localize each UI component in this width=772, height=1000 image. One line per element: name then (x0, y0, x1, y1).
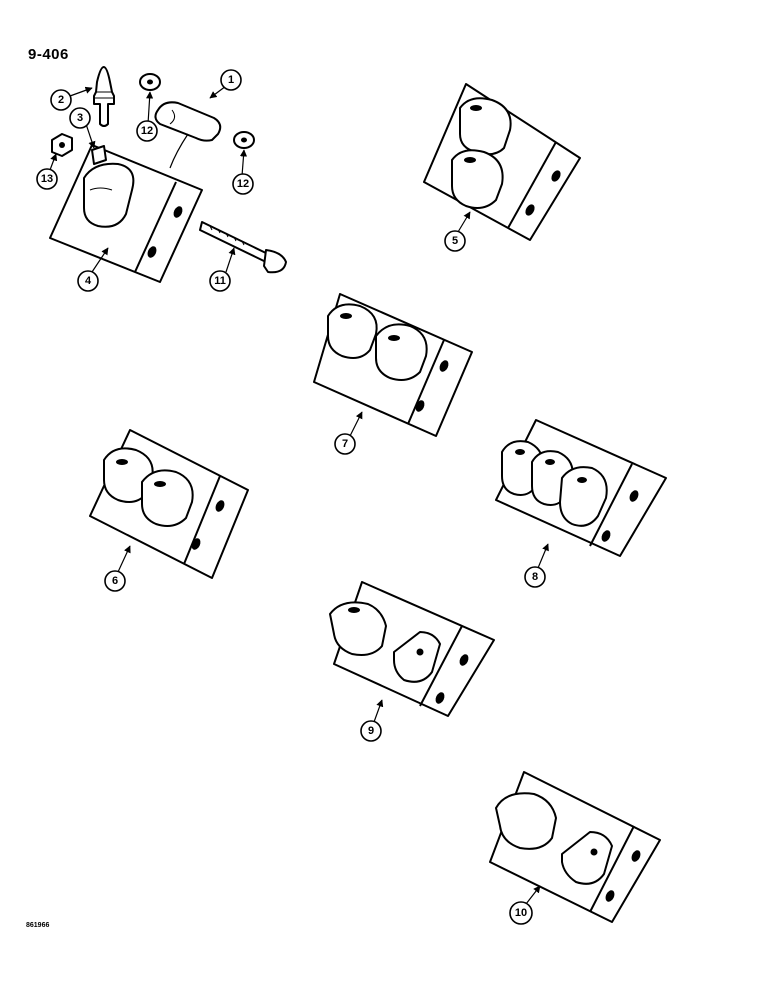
leader-lines (49, 85, 549, 905)
svg-text:12: 12 (141, 125, 153, 137)
page-title: 9-406 (28, 46, 69, 63)
svg-text:11: 11 (214, 275, 226, 287)
svg-text:13: 13 (41, 173, 53, 185)
svg-text:4: 4 (85, 275, 92, 287)
callout-2: 2 (50, 89, 72, 111)
tooth-holder-left (327, 303, 378, 359)
tooth-holder-left (495, 792, 557, 850)
callout-3: 3 (69, 107, 91, 129)
tooth-holder-3 (559, 466, 608, 527)
sleeve (154, 101, 222, 142)
retainer (91, 145, 107, 165)
svg-text:9: 9 (368, 725, 374, 737)
tooth-holder (83, 162, 135, 228)
bit (93, 66, 115, 127)
assembly-8 (495, 419, 667, 557)
assembly-10 (489, 771, 661, 923)
svg-text:2: 2 (58, 94, 64, 106)
svg-text:12: 12 (237, 178, 249, 190)
bolt (199, 221, 269, 263)
tooth-holder-upper (459, 97, 512, 156)
tooth-holder-right (375, 323, 428, 381)
callout-5: 5 (444, 230, 466, 252)
svg-text:8: 8 (532, 571, 538, 583)
callout-8: 8 (524, 566, 546, 588)
assembly-7 (313, 293, 473, 437)
assembly-4 (49, 66, 287, 283)
callout-10: 10 (509, 901, 533, 925)
svg-text:10: 10 (515, 907, 527, 919)
tooth-holder-right (393, 631, 441, 683)
callout-11: 11 (209, 270, 231, 292)
callout-13: 13 (36, 168, 58, 190)
callout-1: 1 (220, 69, 242, 91)
figure-id: 861966 (26, 922, 50, 929)
tooth-holder-right (141, 469, 194, 527)
callout-6: 6 (104, 570, 126, 592)
svg-text:3: 3 (77, 112, 83, 124)
callout-4: 4 (77, 270, 99, 292)
callout-7: 7 (334, 433, 356, 455)
assembly-5 (423, 83, 581, 241)
assembly-9 (329, 581, 495, 717)
tooth-holder-left (329, 601, 387, 656)
tooth-holder-right (561, 831, 613, 885)
callout-12-top: 12 (136, 120, 158, 142)
assembly-6 (89, 429, 249, 579)
svg-text:5: 5 (452, 235, 458, 247)
tooth-holder-lower (451, 149, 504, 209)
callout-9: 9 (360, 720, 382, 742)
callout-12-bottom: 12 (232, 173, 254, 195)
svg-text:1: 1 (228, 74, 234, 86)
svg-text:6: 6 (112, 575, 118, 587)
svg-text:7: 7 (342, 438, 348, 450)
